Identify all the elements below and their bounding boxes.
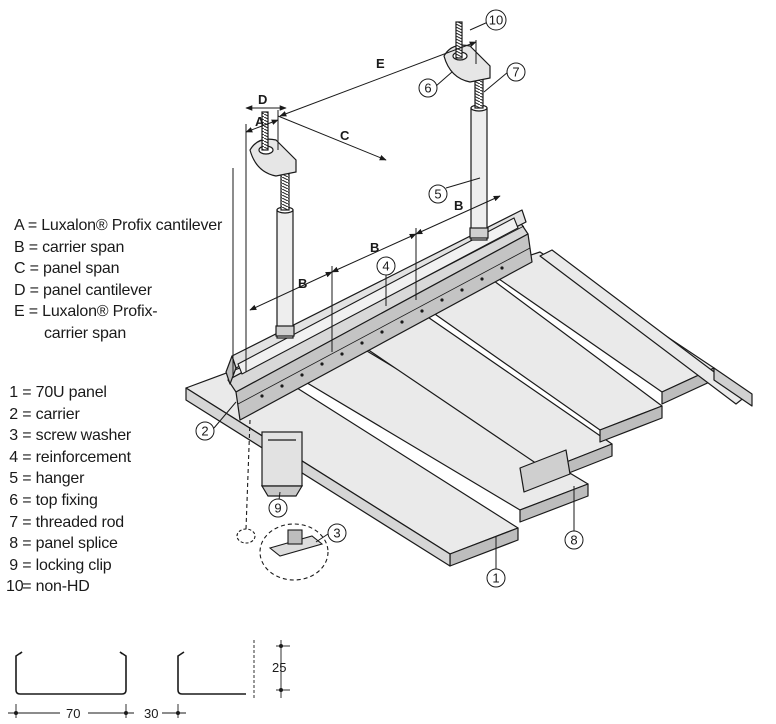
- locking-clip: [260, 431, 304, 497]
- profile-width-label: 70: [66, 706, 80, 721]
- panel-profile: [15, 651, 127, 695]
- legend-text: = non-HD: [22, 578, 90, 596]
- legend-item-a: A = Luxalon® Profix cantilever: [14, 215, 222, 237]
- panel-splice: [519, 449, 571, 493]
- dimension-label-a: A: [255, 114, 265, 129]
- panel-side-profile: [177, 651, 246, 695]
- reinforcement: [237, 217, 519, 375]
- callout-2: 2: [201, 424, 208, 439]
- callout-circle: [485, 9, 507, 31]
- callout-6: 6: [424, 81, 431, 96]
- legend-part-7: 7 = threaded rod: [6, 512, 131, 534]
- callouts: 1 2 3 4 5 6 7 8 9 10: [195, 9, 584, 588]
- legend-key: 8: [9, 535, 18, 553]
- screw-washer-detail: [236, 419, 329, 581]
- legend-key: 2: [9, 405, 18, 423]
- legend-part-2: 2 = carrier: [6, 404, 131, 426]
- hanger-right: [469, 77, 489, 241]
- callout-circle: [564, 530, 584, 550]
- callout-circle: [195, 421, 215, 441]
- callout-circle: [418, 78, 438, 98]
- legend-text: = Luxalon® Profix-: [28, 303, 158, 321]
- dimension-lines: [232, 40, 501, 376]
- carrier-holes: [260, 266, 504, 398]
- legend-key: E: [14, 303, 25, 321]
- legend-text: = hanger: [22, 470, 85, 488]
- callout-circle: [486, 568, 506, 588]
- legend-text: = reinforcement: [22, 448, 131, 466]
- dimension-label-d: D: [258, 92, 267, 107]
- legend-key: A: [14, 217, 24, 234]
- legend-item-b: B = carrier span: [14, 237, 222, 259]
- legend-part-4: 4 = reinforcement: [6, 447, 131, 469]
- callout-1: 1: [492, 571, 499, 586]
- legend-key: 9: [9, 556, 18, 574]
- legend-text: = threaded rod: [22, 513, 124, 531]
- legend-key: 1: [9, 384, 18, 401]
- panels: [185, 249, 753, 567]
- legend-text: = locking clip: [22, 556, 112, 574]
- legend-text: = panel span: [29, 260, 120, 278]
- panel: [539, 249, 753, 407]
- legend-key: 6: [9, 491, 18, 509]
- legend-item-e: E = Luxalon® Profix-: [14, 301, 222, 323]
- legend-part-5: 5 = hanger: [6, 468, 131, 490]
- callout-9: 9: [274, 501, 281, 516]
- callout-4: 4: [382, 259, 389, 274]
- dimension-label-c: C: [340, 128, 350, 143]
- legend-text: = screw washer: [22, 427, 132, 445]
- dimension-labels: A D C E B B B: [255, 56, 463, 291]
- legend-text: = Luxalon® Profix cantilever: [27, 217, 223, 234]
- callout-8: 8: [570, 533, 577, 548]
- legend-part-8: 8 = panel splice: [6, 533, 131, 555]
- legend-item-c: C = panel span: [14, 258, 222, 280]
- legend-key: C: [14, 260, 26, 278]
- callout-circle: [376, 256, 396, 276]
- legend-key: 7: [9, 513, 18, 531]
- legend-part-3: 3 = screw washer: [6, 425, 131, 447]
- dimension-label-b-2: B: [370, 240, 379, 255]
- legend-parts: 1 = 70U panel 2 = carrier 3 = screw wash…: [6, 382, 131, 598]
- legend-item-e-continuation: carrier span: [44, 324, 127, 342]
- callout-10: 10: [489, 13, 503, 28]
- profile-dimension-ticks: [14, 644, 283, 715]
- legend-text: = panel cantilever: [29, 281, 152, 299]
- legend-key: 5: [9, 470, 18, 488]
- callout-3: 3: [333, 526, 340, 541]
- dimension-label-e: E: [376, 56, 385, 71]
- legend-text: = 70U panel: [22, 384, 107, 401]
- legend-key: 3: [9, 427, 18, 445]
- callout-circle: [428, 184, 448, 204]
- legend-key: B: [14, 238, 25, 256]
- legend-item-d: D = panel cantilever: [14, 280, 222, 302]
- legend-dimensions: A = Luxalon® Profix cantilever B = carri…: [14, 215, 222, 345]
- legend-text: = carrier span: [28, 238, 125, 256]
- legend-text: = panel splice: [22, 535, 118, 553]
- callout-circle: [268, 498, 288, 518]
- legend-part-1: 1 = 70U panel: [6, 382, 131, 404]
- hanger-left: [275, 159, 295, 339]
- callout-circle: [506, 62, 526, 82]
- dimension-label-b-1: B: [298, 276, 307, 291]
- callout-7: 7: [512, 65, 519, 80]
- legend-part-10: 10 = non-HD: [6, 576, 131, 598]
- dimension-label-b-3: B: [454, 198, 463, 213]
- callout-circle: [327, 523, 347, 543]
- legend-part-9: 9 = locking clip: [6, 555, 131, 577]
- panel: [185, 361, 519, 567]
- callout-5: 5: [434, 187, 441, 202]
- profile-height-label: 25: [272, 660, 286, 675]
- legend-text: = top fixing: [22, 491, 98, 509]
- legend-text: = carrier: [22, 405, 80, 423]
- legend-key: D: [14, 281, 26, 299]
- profile-section: 70 30 25: [8, 640, 290, 721]
- profile-gap-label: 30: [144, 706, 158, 721]
- legend-part-6: 6 = top fixing: [6, 490, 131, 512]
- legend-key: 4: [9, 448, 18, 466]
